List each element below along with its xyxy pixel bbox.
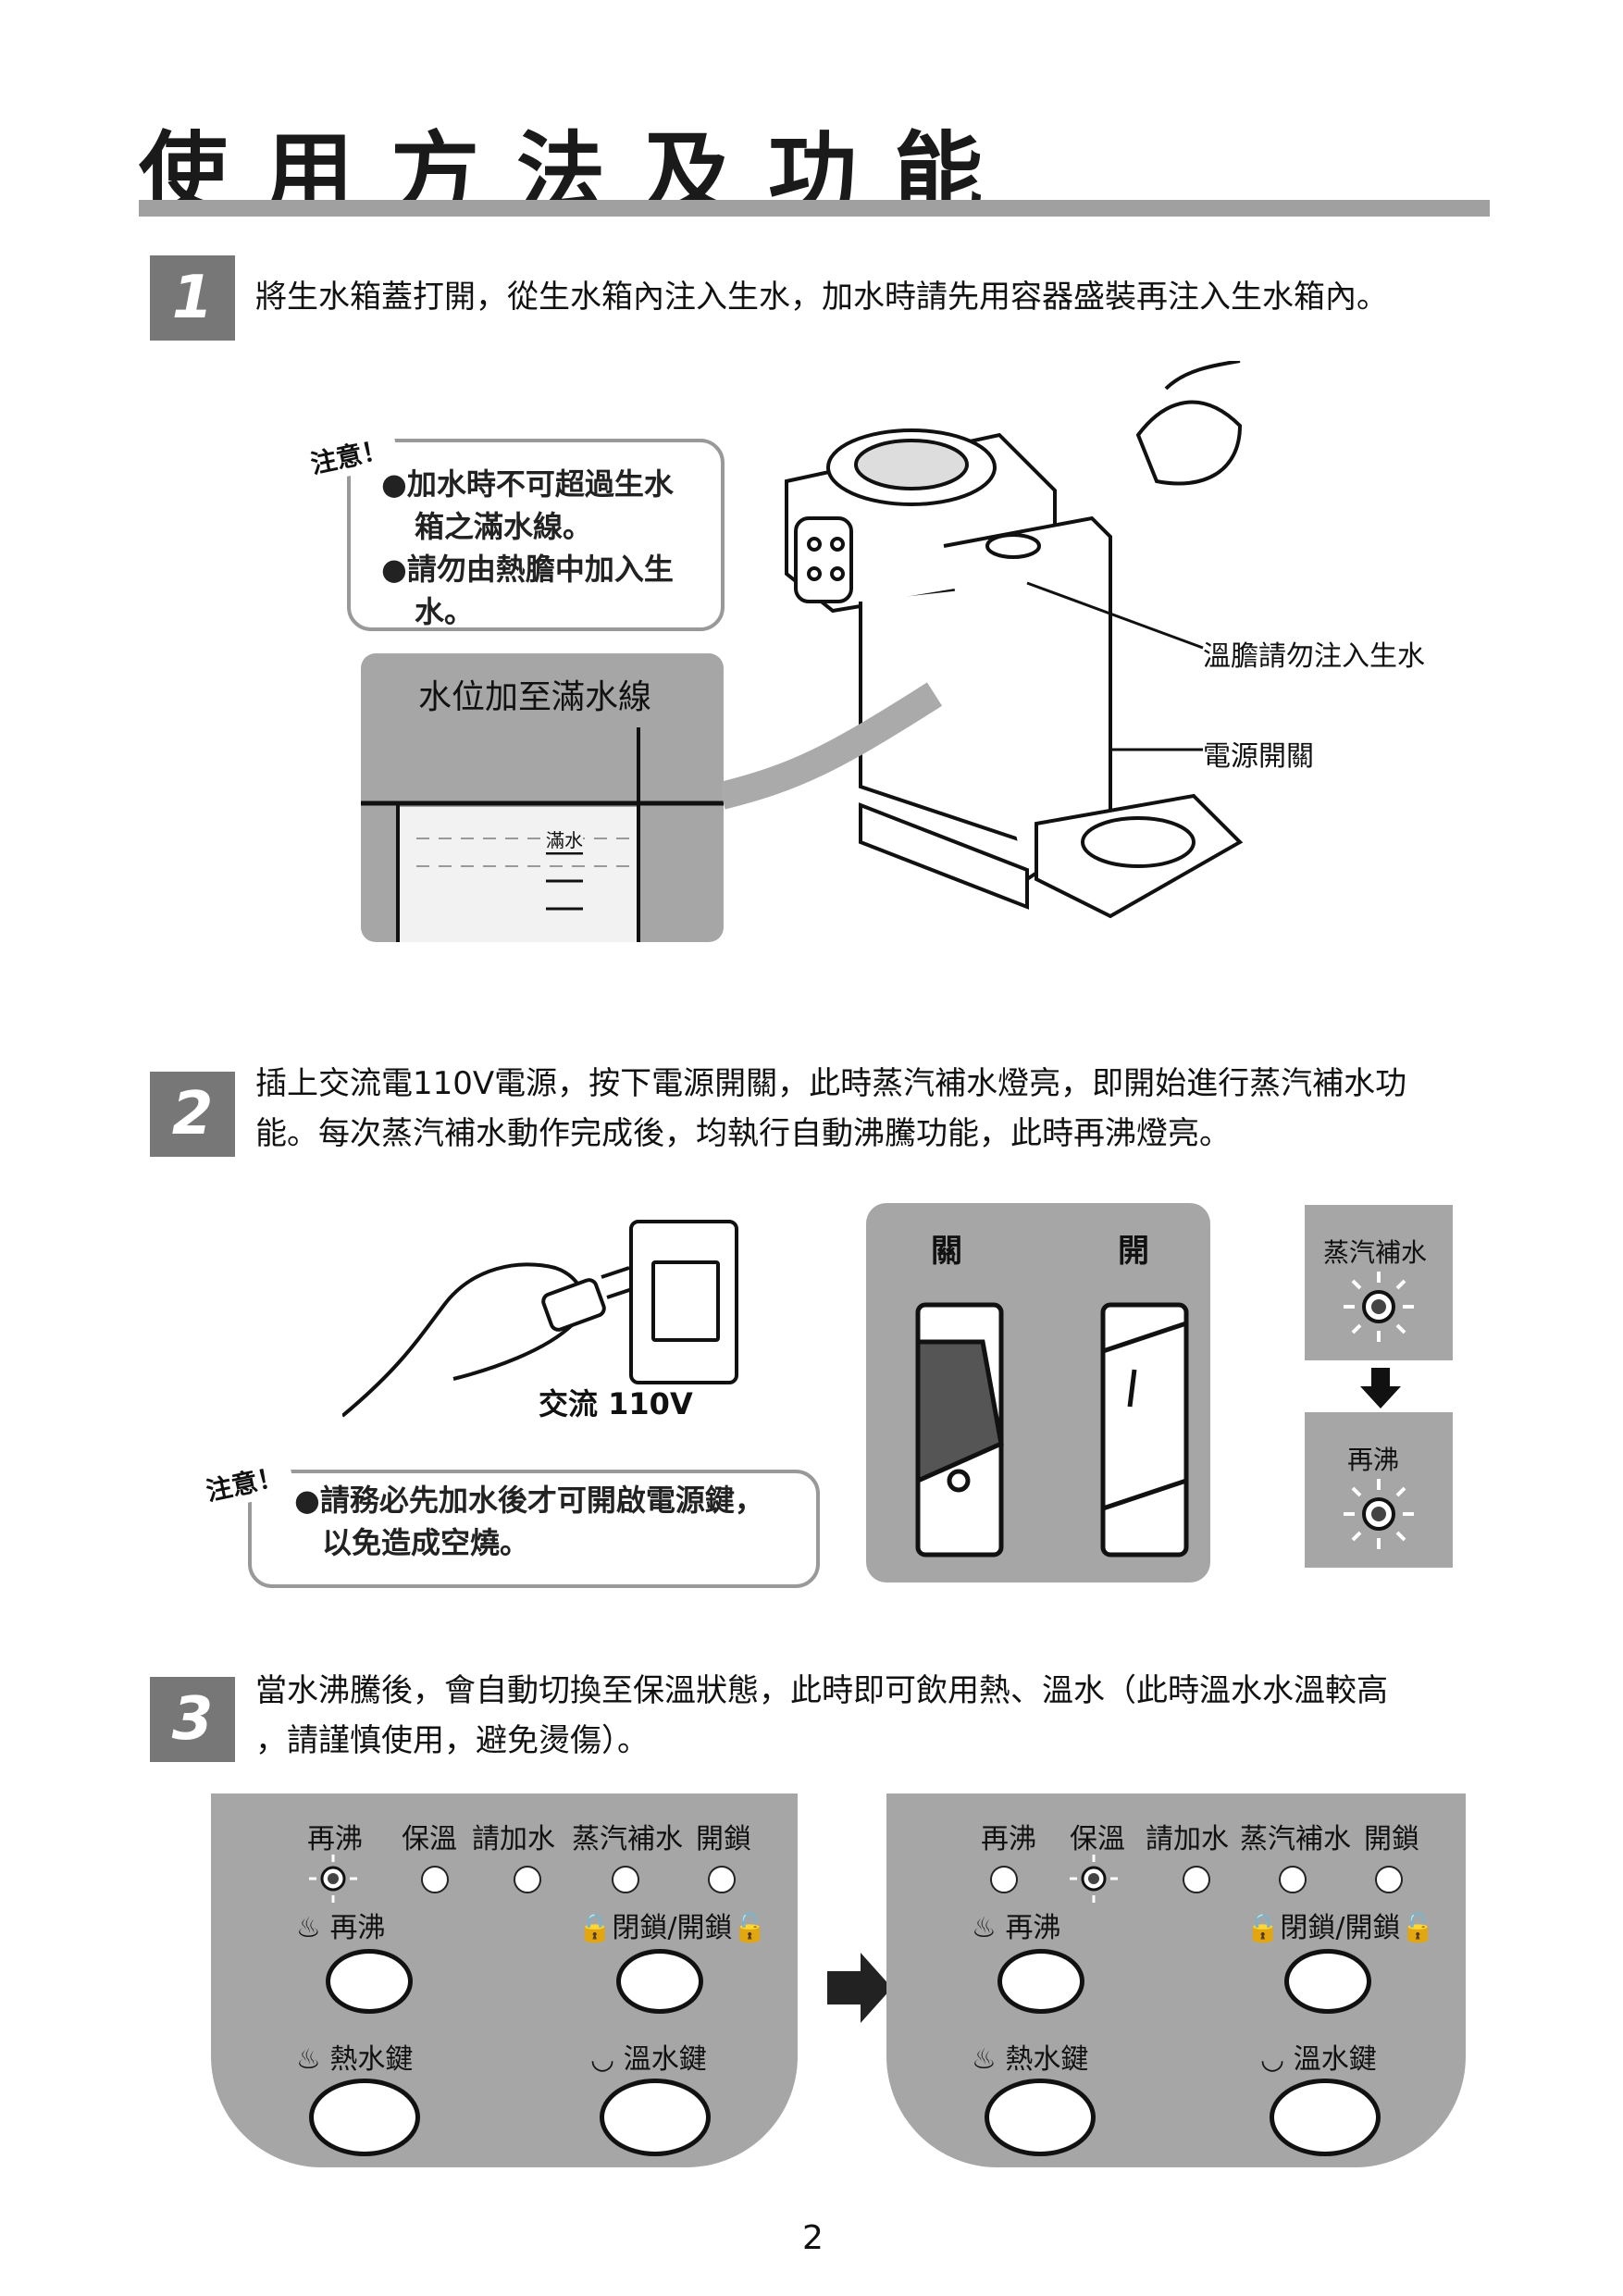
lit-lamp-icon [1070,1855,1118,1903]
note-2-line: ●請務必先加水後才可開啟電源鍵， [294,1483,764,1518]
hot-water-button-label: ♨ 熱水鍵 [972,2043,1089,2076]
lock-unlock-button[interactable] [616,1949,703,2014]
dispenser-illustration [722,361,1244,919]
step-1-badge: 1 [150,255,235,341]
arrow-right-icon [827,1953,892,2023]
control-panel-reboil: 再沸 保溫 請加水 蒸汽補水 開鎖 ♨ 再沸 🔒閉鎖/開鎖🔓 ♨ 熱水鍵 ◡ 溫… [211,1793,798,2167]
ac-voltage-label: 交流 110V [539,1386,693,1421]
lock-button-label: 🔒閉鎖/開鎖🔓 [577,1912,767,1944]
note-1-box [347,439,725,631]
lock-button-text: 閉鎖/開鎖 [1280,1912,1401,1944]
lamp-label-steam-refill: 蒸汽補水 [1240,1823,1351,1855]
lock-button-label: 🔒閉鎖/開鎖🔓 [1245,1912,1435,1944]
note-2-text: ●請務必先加水後才可開啟電源鍵， 以免造成空燒。 [294,1479,764,1564]
hot-water-button-text: 熱水鍵 [329,2043,414,2076]
steam-refill-lamp [1279,1866,1307,1893]
note-1-line: 箱之滿水線。 [415,509,593,544]
note-1-line: ●請勿由熱膽中加入生 [381,552,674,587]
reboil-indicator: 再沸 [1305,1412,1453,1568]
add-water-lamp [514,1866,541,1893]
note-2-box [248,1470,820,1588]
reboil-button-text: 再沸 [329,1912,386,1944]
hot-water-button[interactable] [309,2079,420,2156]
unlock-lamp [1375,1866,1403,1893]
lamp-label-reboil: 再沸 [981,1823,1036,1855]
lamp-label-steam-refill: 蒸汽補水 [572,1823,683,1855]
warm-water-button-text: 溫水鍵 [623,2043,707,2076]
lamp-label-add-water: 請加水 [1146,1823,1229,1855]
lit-lamp-icon [1344,1479,1414,1549]
note-1-text: ●加水時不可超過生水 箱之滿水線。 ●請勿由熱膽中加入生 水。 [381,463,674,633]
water-tank-illustration [361,727,724,942]
water-level-panel: 水位加至滿水線 滿水 [361,653,724,942]
add-water-lamp [1183,1866,1210,1893]
page-number: 2 [802,2219,824,2257]
reboil-button[interactable] [997,1949,1084,2014]
step-1-text: 將生水箱蓋打開，從生水箱內注入生水，加水時請先用容器盛裝再注入生水箱內。 [255,279,1388,316]
full-water-mark: 滿水 [546,825,583,852]
lamp-label-keep-warm: 保溫 [402,1823,457,1855]
step-3-line: 當水沸騰後，會自動切換至保溫狀態，此時即可飲用熱、溫水（此時溫水水溫較高 [255,1672,1388,1709]
note-2-line: 以免造成空燒。 [322,1525,530,1560]
step-3-line: ，請謹慎使用，避免燙傷）。 [255,1722,649,1759]
arrow-down-icon [1360,1368,1401,1409]
reboil-indicator-label: 再沸 [1347,1445,1400,1475]
step-2-line: 插上交流電110V電源，按下電源開關，此時蒸汽補水燈亮，即開始進行蒸汽補水功 [255,1065,1407,1102]
step-2-text: 插上交流電110V電源，按下電源開關，此時蒸汽補水燈亮，即開始進行蒸汽補水功 能… [255,1059,1406,1159]
steam-refill-indicator: 蒸汽補水 [1305,1205,1453,1360]
lamp-label-unlock: 開鎖 [1364,1823,1419,1855]
lit-lamp-icon [309,1855,357,1903]
power-switch-panel: 關 開 [866,1203,1210,1582]
warm-water-button[interactable] [600,2079,711,2156]
lamp-label-add-water: 請加水 [472,1823,555,1855]
warm-water-button-text: 溫水鍵 [1293,2043,1377,2076]
reboil-button-text: 再沸 [1005,1912,1061,1944]
note-1-line: 水。 [415,594,475,629]
step-3-text: 當水沸騰後，會自動切換至保溫狀態，此時即可飲用熱、溫水（此時溫水水溫較高 ，請謹… [255,1666,1388,1766]
water-level-title: 水位加至滿水線 [418,678,652,716]
step-3-badge: 3 [150,1677,235,1762]
lamp-label-keep-warm: 保溫 [1070,1823,1125,1855]
switch-off-label: 關 [931,1233,962,1270]
lock-button-text: 閉鎖/開鎖 [612,1912,733,1944]
rocker-switches [915,1302,1189,1558]
wall-outlet [629,1220,738,1384]
lamp-label-unlock: 開鎖 [696,1823,751,1855]
power-switch-label: 電源開關 [1203,740,1314,773]
reboil-button-label: ♨ 再沸 [296,1912,386,1944]
outlet-socket-icon [651,1260,720,1342]
warm-tank-label: 溫膽請勿注入生水 [1203,640,1425,673]
steam-refill-lamp [612,1866,639,1893]
hot-water-button[interactable] [985,2079,1096,2156]
warm-water-button[interactable] [1270,2079,1381,2156]
keep-warm-lamp [421,1866,449,1893]
lock-unlock-button[interactable] [1284,1949,1371,2014]
unlock-lamp [708,1866,736,1893]
switch-on-label: 開 [1118,1233,1149,1270]
hot-water-button-label: ♨ 熱水鍵 [296,2043,414,2076]
lamp-label-reboil: 再沸 [307,1823,363,1855]
warm-water-button-label: ◡ 溫水鍵 [1260,2043,1377,2076]
hand-plug-illustration [342,1262,636,1418]
step-2-badge: 2 [150,1072,235,1157]
steam-refill-label: 蒸汽補水 [1323,1237,1428,1268]
reboil-button-label: ♨ 再沸 [972,1912,1061,1944]
warm-water-button-label: ◡ 溫水鍵 [590,2043,707,2076]
lit-lamp-icon [1344,1272,1414,1342]
step-2-line: 能。每次蒸汽補水動作完成後，均執行自動沸騰功能，此時再沸燈亮。 [255,1115,1231,1152]
note-1-line: ●加水時不可超過生水 [381,466,674,502]
reboil-button[interactable] [326,1949,413,2014]
hot-water-button-text: 熱水鍵 [1005,2043,1089,2076]
control-panel-keep-warm: 再沸 保溫 請加水 蒸汽補水 開鎖 ♨ 再沸 🔒閉鎖/開鎖🔓 ♨ 熱水鍵 ◡ 溫… [886,1793,1466,2167]
title-rule [139,200,1490,217]
reboil-lamp [990,1866,1018,1893]
